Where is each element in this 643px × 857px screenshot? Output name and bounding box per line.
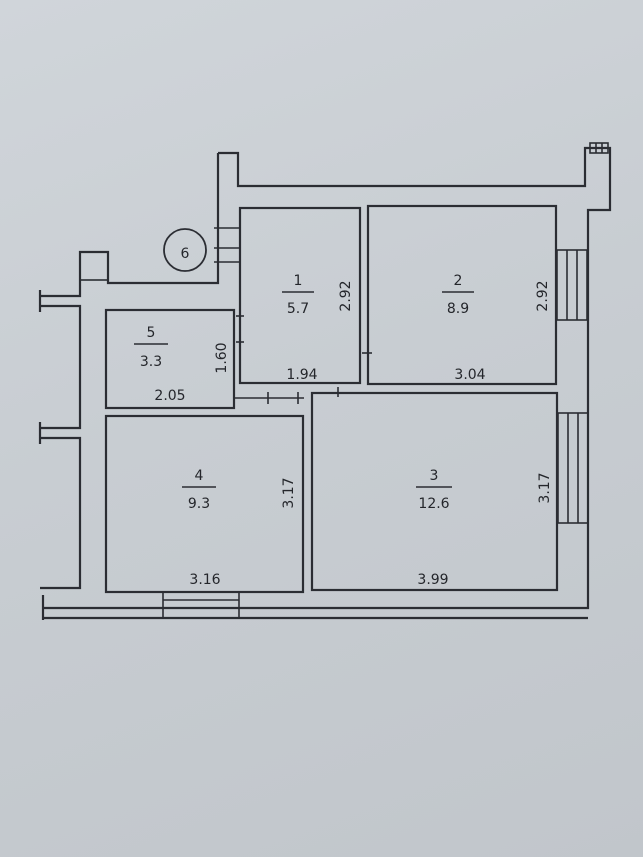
room-5-number: 5 bbox=[147, 325, 156, 341]
section-marker: 6 bbox=[163, 228, 207, 272]
room-5-dim-side: 1.60 bbox=[214, 342, 230, 373]
window-room-2 bbox=[556, 249, 588, 321]
room-4-number: 4 bbox=[195, 468, 204, 484]
room-3-outline bbox=[310, 391, 559, 592]
room-3-area: 12.6 bbox=[418, 496, 449, 512]
door-marks bbox=[214, 227, 372, 404]
room-1-area: 5.7 bbox=[287, 301, 309, 317]
windows bbox=[162, 249, 589, 619]
outer-walls bbox=[38, 142, 612, 620]
room-2-dim-side: 2.92 bbox=[535, 280, 551, 311]
room-3-dim-bottom: 3.99 bbox=[417, 572, 448, 588]
window-room-4 bbox=[162, 591, 240, 619]
room-1-dim-bottom: 1.94 bbox=[286, 367, 317, 383]
room-1: 1 5.7 2.92 1.94 bbox=[282, 273, 354, 383]
room-4-area: 9.3 bbox=[188, 496, 210, 512]
window-room-3 bbox=[557, 412, 589, 524]
room-1-dim-side: 2.92 bbox=[338, 280, 354, 311]
room-5: 5 3.3 1.60 2.05 bbox=[134, 325, 230, 404]
room-2-area: 8.9 bbox=[447, 301, 469, 317]
room-1-outline bbox=[238, 206, 362, 385]
room-5-area: 3.3 bbox=[140, 354, 162, 370]
marker-number: 6 bbox=[181, 246, 190, 262]
room-5-outline bbox=[104, 308, 236, 410]
room-3-number: 3 bbox=[430, 468, 439, 484]
room-4-dim-bottom: 3.16 bbox=[189, 572, 220, 588]
room-2-outline bbox=[366, 204, 558, 386]
room-2-number: 2 bbox=[454, 273, 463, 289]
room-5-dim-bottom: 2.05 bbox=[154, 388, 185, 404]
room-3-dim-side: 3.17 bbox=[537, 472, 553, 503]
room-1-number: 1 bbox=[294, 273, 303, 289]
room-boundaries bbox=[104, 204, 559, 594]
room-2: 2 8.9 2.92 3.04 bbox=[442, 273, 551, 383]
room-4-dim-side: 3.17 bbox=[281, 477, 297, 508]
room-3: 3 12.6 3.17 3.99 bbox=[416, 468, 553, 588]
room-2-dim-bottom: 3.04 bbox=[454, 367, 485, 383]
room-4: 4 9.3 3.17 3.16 bbox=[182, 468, 297, 588]
